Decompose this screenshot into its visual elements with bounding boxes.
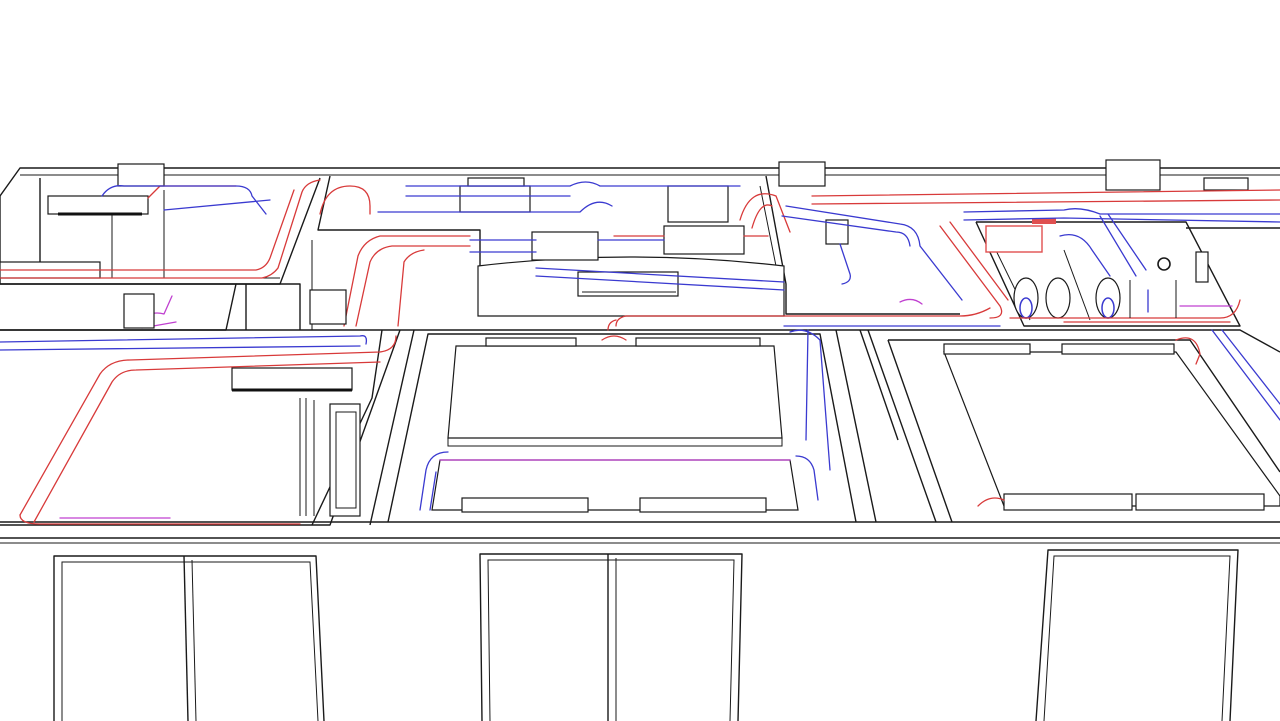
front-facade xyxy=(0,521,1280,544)
fan-coil-unit-3 xyxy=(531,231,599,261)
window-center xyxy=(479,553,743,721)
roof-outline xyxy=(0,159,1280,197)
duct-risers xyxy=(123,280,1177,329)
fan-coil-unit-1 xyxy=(47,195,149,215)
fan-coil-unit-5 xyxy=(667,185,729,223)
fan-coil-unit-4 xyxy=(663,225,745,255)
fan-coil-unit-2 xyxy=(231,367,353,391)
rear-rooms xyxy=(0,175,1280,331)
ahu-unit xyxy=(985,225,1043,253)
window-left xyxy=(53,555,325,721)
facade-windows xyxy=(53,549,1239,721)
equipment xyxy=(47,177,1209,392)
window-right xyxy=(1035,549,1239,721)
supply-ducts xyxy=(0,179,1280,525)
front-rooms xyxy=(0,329,1280,526)
return-ducts xyxy=(0,181,1280,511)
